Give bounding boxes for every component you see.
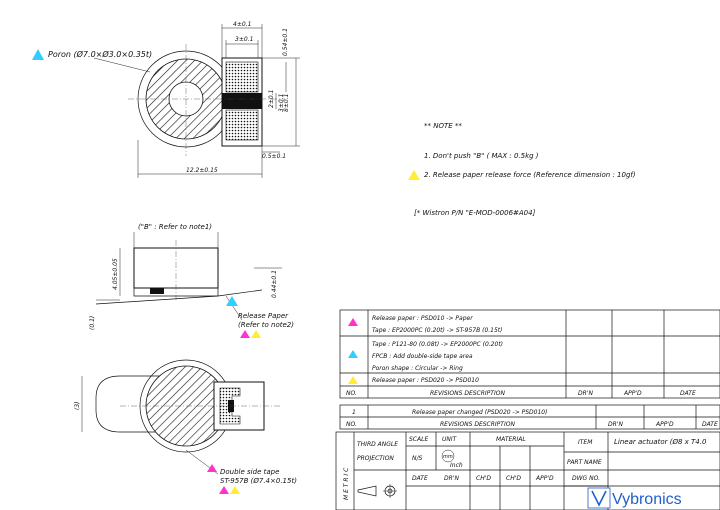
- date-label: DATE: [412, 475, 428, 482]
- rev-header-appd: APP'D: [623, 390, 642, 397]
- notes: ** NOTE ** 1. Don't push "B" ( MAX : 0.5…: [408, 122, 636, 217]
- poron-label: Poron (Ø7.0×Ø3.0×0.35t): [48, 49, 152, 59]
- dim-3-vertical: 3±0.1: [278, 94, 285, 112]
- rev-header-no: NO.: [346, 390, 357, 397]
- rev2-row-no: 1: [352, 409, 356, 416]
- b-label: ("B" : Refer to note1): [138, 223, 212, 231]
- dim-4-05: 4.05±0.05: [112, 258, 119, 290]
- rev-row-1: Release paper : PSD010 -> Paper: [372, 315, 473, 322]
- release-paper: Release Paper: [238, 312, 289, 320]
- yellow-marker-icon: [230, 486, 240, 494]
- bottom-view: (3) Double side tape ST-957B (Ø7.4×0.15t…: [74, 359, 297, 494]
- item-value: Linear actuator (Ø8 x T4.0: [614, 438, 707, 446]
- magenta-marker-icon: [207, 464, 217, 472]
- revisions-table: Release paper : PSD010 -> Paper Tape : E…: [339, 309, 720, 399]
- rev2-header-date: DATE: [702, 421, 718, 428]
- rev-row-5: Poron shape : Circular -> Ring: [372, 365, 463, 372]
- cyan-marker-icon: [348, 350, 358, 358]
- rev-row-2: Tape : EP2000PC (0.20t) -> ST-957B (0.15…: [372, 327, 503, 334]
- side-pad: [150, 288, 164, 294]
- rev-header-desc: REVISIONS DESCRIPTION: [430, 390, 505, 397]
- cyan-marker-icon: [32, 49, 44, 60]
- magenta-marker-icon: [348, 318, 358, 326]
- yellow-marker-icon: [251, 330, 261, 338]
- rev-row-6: Release paper : PSD020 -> PSD010: [372, 377, 479, 384]
- rev2-header-desc: REVISIONS DESCRIPTION: [440, 421, 515, 428]
- vybronics-logo: Vybronics: [587, 487, 682, 509]
- chd-label-2: CH'D: [506, 475, 521, 482]
- rev-row-4: FPCB : Add double-side tape area: [372, 353, 473, 360]
- dim-3-bottom: (3): [74, 402, 81, 411]
- dim-01: (0.1): [89, 316, 96, 330]
- note-2: 2. Release paper release force (Referenc…: [424, 171, 636, 179]
- dim-8: 8±0.1: [283, 94, 290, 112]
- tape-spec: ST-957B (Ø7.4×0.15t): [220, 477, 297, 485]
- rev-header-date: DATE: [680, 390, 696, 397]
- rev2-header-drn: DR'N: [608, 421, 623, 428]
- dim-05: 0.5±0.1: [262, 153, 286, 160]
- unit-inch: Inch: [450, 462, 463, 469]
- rev2-header-no: NO.: [346, 421, 357, 428]
- unit-mm-circle: [441, 449, 455, 463]
- scale-value: N/S: [412, 455, 423, 462]
- title-block: M E T R I C THIRD ANGLE PROJECTION SCALE…: [335, 431, 720, 510]
- cyan-marker-icon: [226, 296, 238, 306]
- rev2-row-desc: Release paper changed (PSD020 -> PSD010): [412, 409, 547, 416]
- item-label: ITEM: [578, 439, 593, 446]
- brand-name: Vybronics: [612, 491, 682, 508]
- rev-header-drn: DR'N: [578, 390, 593, 397]
- dim-2: 2±0.1: [268, 90, 275, 108]
- metric-label: M E T R I C: [343, 467, 350, 500]
- material-label: MATERIAL: [496, 436, 526, 443]
- yellow-marker-icon: [348, 376, 358, 384]
- release-paper-ref: (Refer to note2): [238, 321, 294, 329]
- poron-leader: [93, 57, 151, 73]
- magenta-marker-icon: [240, 330, 250, 338]
- dim-12-2: 12.2±0.15: [186, 167, 218, 174]
- rev-row-3: Tape : P121-80 (0.08t) -> EP2000PC (0.20…: [372, 341, 503, 348]
- yellow-marker-icon: [408, 170, 420, 180]
- dim-044: 0.44±0.1: [271, 270, 278, 298]
- note-1: 1. Don't push "B" ( MAX : 0.5kg ): [424, 152, 539, 160]
- revisions-table-2: 1 Release paper changed (PSD020 -> PSD01…: [339, 404, 720, 430]
- unit-label: UNIT: [442, 436, 458, 443]
- dim-4: 4±0.1: [233, 21, 251, 28]
- dim-3: 3±0.1: [235, 36, 253, 43]
- fpcb-center-strip: [222, 93, 262, 109]
- projection-symbol-icon: [357, 484, 397, 498]
- dim-054: 0.54±0.1: [282, 28, 289, 56]
- part-name: PART NAME: [567, 459, 602, 466]
- third-angle: THIRD ANGLE: [357, 441, 398, 448]
- tape-label: Double side tape: [220, 468, 279, 476]
- vybronics-v-icon: [591, 490, 607, 507]
- side-view: ("B" : Refer to note1) 4.05±0.05 0.44±0.…: [89, 223, 294, 338]
- dwg-no: DWG NO.: [572, 475, 600, 482]
- fpcb-pad-top: [225, 61, 259, 93]
- top-view: Poron (Ø7.0×Ø3.0×0.35t) 4±0.1 3±0.1 8±0.…: [32, 21, 300, 178]
- rev2-header-appd: APP'D: [655, 421, 674, 428]
- notes-heading: ** NOTE **: [424, 122, 462, 130]
- unit-mm: mm: [443, 454, 453, 460]
- appd-label: APP'D: [535, 475, 554, 482]
- scale-label: SCALE: [409, 436, 428, 443]
- projection: PROJECTION: [357, 455, 394, 462]
- fpcb-profile: [95, 289, 263, 305]
- wistron-pn: [* Wistron P/N "E-MOD-0006#A04]: [414, 209, 536, 217]
- magenta-marker-icon: [219, 486, 229, 494]
- chd-label-1: CH'D: [476, 475, 491, 482]
- fpcb-pad-bottom: [225, 109, 259, 141]
- drn-label: DR'N: [444, 475, 459, 482]
